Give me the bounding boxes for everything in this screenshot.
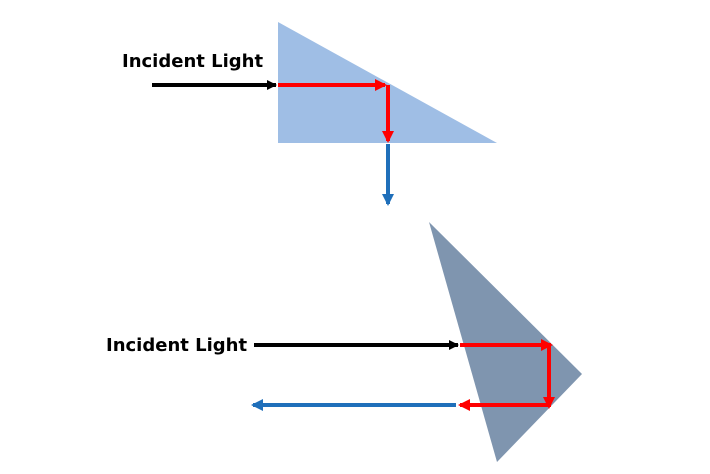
bottom-prism — [429, 222, 582, 462]
top-prism — [278, 22, 497, 143]
bottom-prism-group: Incident Light — [106, 222, 582, 462]
bottom-incident-light-label: Incident Light — [106, 335, 247, 356]
top-prism-group: Incident Light — [122, 22, 497, 206]
top-incident-light-label: Incident Light — [122, 51, 263, 72]
